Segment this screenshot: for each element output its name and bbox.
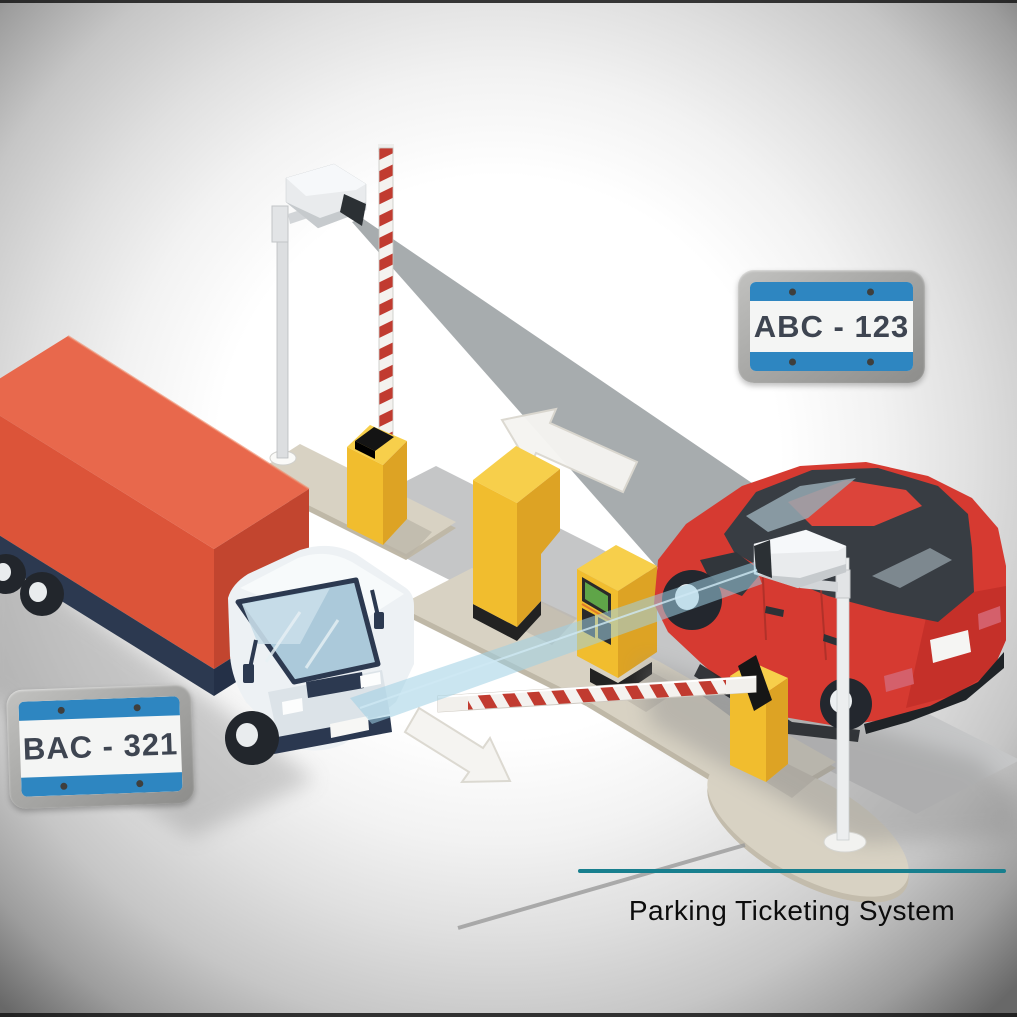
red-car <box>640 462 1017 844</box>
plate-stripe-bottom <box>750 352 913 371</box>
car-rear-plate <box>930 630 971 663</box>
kiosk-front <box>347 447 383 545</box>
plate-stripe-top <box>750 282 913 301</box>
wheel-hub <box>0 563 11 581</box>
top-edge-bar <box>0 0 1017 3</box>
truck-grille <box>306 672 364 698</box>
payment-kiosk <box>473 446 560 641</box>
caption: Parking Ticketing System <box>578 869 1006 927</box>
scan-beam-cone <box>350 562 762 724</box>
pole-base-pad <box>707 759 909 897</box>
wheel-hub <box>29 582 47 602</box>
entry-surveillance-camera <box>269 163 367 466</box>
barrier-pole-striped <box>378 147 394 441</box>
rivet-icon <box>866 358 874 365</box>
side-mirror <box>243 664 254 683</box>
camera-pole <box>276 207 289 459</box>
license-plate-card-car: ABC - 123 <box>738 270 925 383</box>
kiosk-front <box>473 480 517 627</box>
truck-box-edge <box>67 335 310 490</box>
kiosk-top <box>577 545 657 591</box>
wiper-streak <box>304 619 340 669</box>
barrier-arm-cap <box>726 676 756 694</box>
kiosk-side <box>383 441 407 545</box>
rivet-icon <box>59 782 68 790</box>
page-title: Parking Ticketing System <box>628 895 956 926</box>
license-plate-truck: BAC - 321 <box>18 696 183 797</box>
camera-lens-icon <box>754 540 772 578</box>
plate-number-car: ABC - 123 <box>753 308 910 344</box>
kiosk-side <box>517 469 560 627</box>
mirror-arm <box>370 589 380 617</box>
headlight <box>282 698 303 715</box>
camera-underside <box>754 564 846 588</box>
car-bumper <box>864 652 1004 734</box>
camera-bracket <box>271 205 289 243</box>
rivet-icon <box>866 288 874 295</box>
rivet-icon <box>789 288 797 295</box>
wiper-streak <box>264 611 302 663</box>
ticket-screen <box>585 582 608 613</box>
windshield-reflection <box>242 588 330 644</box>
barrier-slot <box>355 427 394 451</box>
entry-barrier-machine <box>347 425 407 545</box>
kiosk-shadow <box>383 519 432 558</box>
rivet-icon <box>133 703 142 711</box>
door-handle <box>765 606 784 617</box>
truck-front-plate <box>330 716 369 738</box>
barrier-slot-edge <box>355 441 375 459</box>
barrier-arm-cap <box>438 694 468 712</box>
ground-edge-line <box>457 843 746 930</box>
camera-lens-icon <box>340 194 366 226</box>
camera-visor <box>286 164 366 196</box>
kiosk-island-a <box>398 568 660 700</box>
plate-number-truck: BAC - 321 <box>22 725 179 767</box>
license-plate-car: ABC - 123 <box>750 282 913 371</box>
side-mirror <box>374 612 384 629</box>
barrier-arm-highlight <box>437 676 757 698</box>
rear-window-reflection <box>872 548 952 588</box>
truck-box-top <box>0 336 309 549</box>
rivet-icon <box>136 779 144 787</box>
truck-box-side <box>0 415 214 669</box>
headlight <box>360 672 381 688</box>
rivet-icon <box>789 358 797 365</box>
exit-surveillance-camera <box>753 529 867 853</box>
kiosk-base <box>473 601 541 641</box>
wheel-hub <box>236 723 258 747</box>
plate-scan-beam <box>350 562 762 724</box>
entry-direction-arrow <box>403 706 512 784</box>
windshield-reflection <box>746 478 856 532</box>
taillight <box>884 668 914 692</box>
mirror-arm <box>248 639 258 669</box>
kiosk-top <box>473 446 560 503</box>
kiosk-side <box>766 678 788 782</box>
scan-beam-core <box>359 569 758 709</box>
bottom-edge-bar <box>0 1013 1017 1017</box>
license-plate-card-truck: BAC - 321 <box>5 683 196 810</box>
camera-pole <box>836 557 850 841</box>
taillight <box>978 606 1001 630</box>
caption-divider <box>578 869 1006 873</box>
rivet-icon <box>57 706 65 714</box>
delivery-truck <box>0 335 414 838</box>
camera-visor <box>754 530 846 554</box>
lowered-barrier-arm <box>437 675 757 713</box>
raised-barrier-pole <box>378 144 394 441</box>
